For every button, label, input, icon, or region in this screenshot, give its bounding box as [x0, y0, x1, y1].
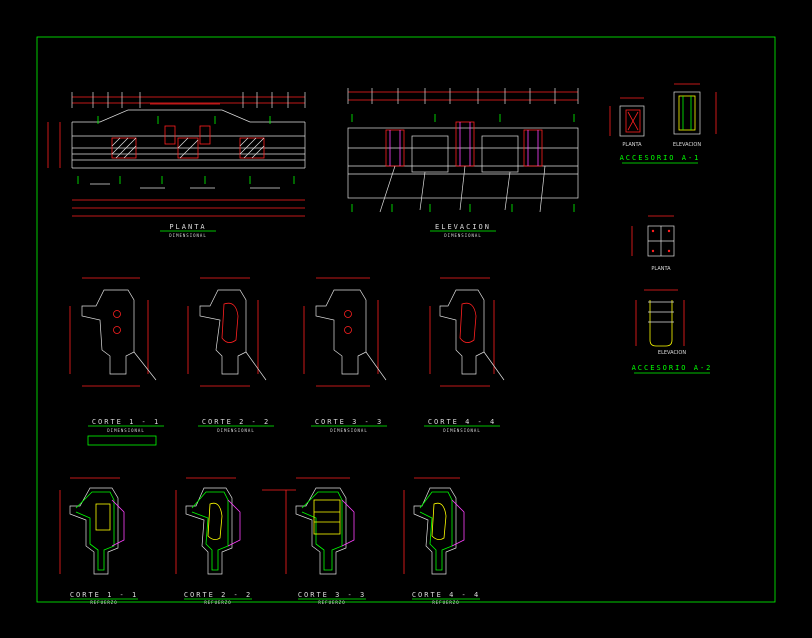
accesorio-a1-elevacion-label: ELEVACION	[673, 142, 701, 148]
corte-dim-2-subtitle: DIMENSIONAL	[217, 428, 255, 433]
cortes-refuerzo-row: CORTE 1 - 1 REFUERZO CORTE 2 - 2 REFUERZ…	[59, 477, 480, 605]
accesorio-a1-view: PLANTA ELEVACION ACCESORIO A-1	[609, 83, 717, 164]
corte-ref-3-title: CORTE 3 - 3	[298, 591, 366, 599]
corte-dim-2-title: CORTE 2 - 2	[202, 418, 270, 426]
cortes-dimensional-row: CORTE 1 - 1 DIMENSIONAL CORTE 2 - 2 DIME…	[69, 277, 505, 446]
elevacion-subtitle: DIMENSIONAL	[444, 233, 482, 238]
planta-title: PLANTA	[169, 223, 206, 231]
elevacion-title: ELEVACION	[435, 223, 491, 231]
corte-4-ref	[403, 477, 465, 575]
accesorio-a2-planta-label: PLANTA	[651, 266, 671, 272]
elevacion-view: ELEVACION DIMENSIONAL	[347, 88, 579, 238]
planta-subtitle: DIMENSIONAL	[169, 233, 207, 238]
corte-ref-2-subtitle: REFUERZO	[204, 600, 231, 605]
corte-ref-2-title: CORTE 2 - 2	[184, 591, 252, 599]
accesorio-a1-planta-label: PLANTA	[622, 142, 642, 148]
corte-ref-4-subtitle: REFUERZO	[432, 600, 459, 605]
corte-4-dim	[429, 277, 505, 387]
planta-view: PLANTA DIMENSIONAL	[47, 92, 306, 238]
corte-dim-1-subtitle: DIMENSIONAL	[107, 428, 145, 433]
corte-dim-3-title: CORTE 3 - 3	[315, 418, 383, 426]
corte-ref-1-subtitle: REFUERZO	[90, 600, 117, 605]
corte-3-ref	[262, 477, 355, 575]
corte-3-dim	[303, 277, 387, 387]
sheet-border	[36, 36, 776, 603]
corte-2-dim	[187, 277, 267, 387]
accesorio-a2-title: ACCESORIO A-2	[632, 364, 713, 372]
accesorio-a2-elevacion-label: ELEVACION	[658, 350, 686, 356]
note-box	[87, 435, 157, 446]
corte-dim-3-subtitle: DIMENSIONAL	[330, 428, 368, 433]
corte-ref-4-title: CORTE 4 - 4	[412, 591, 480, 599]
corte-dim-1-title: CORTE 1 - 1	[92, 418, 160, 426]
accesorio-a2-view: PLANTA ELEVACION ACCESORIO A-2	[631, 215, 713, 374]
corte-1-ref	[59, 477, 125, 575]
corte-dim-4-title: CORTE 4 - 4	[428, 418, 496, 426]
corte-ref-1-title: CORTE 1 - 1	[70, 591, 138, 599]
accesorio-a1-title: ACCESORIO A-1	[620, 154, 701, 162]
corte-2-ref	[175, 477, 241, 575]
corte-1-dim	[69, 277, 157, 387]
corte-ref-3-subtitle: REFUERZO	[318, 600, 345, 605]
corte-dim-4-subtitle: DIMENSIONAL	[443, 428, 481, 433]
